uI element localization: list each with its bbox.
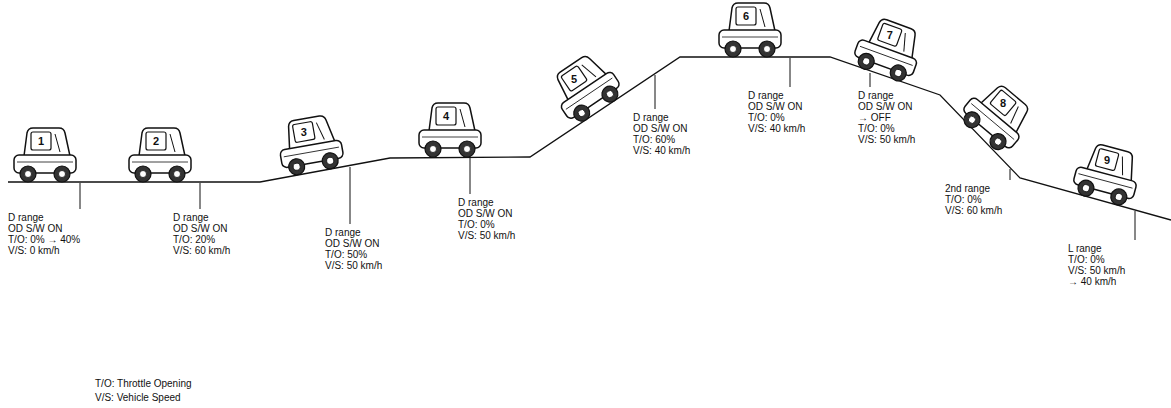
condition-text: T/O: 0% xyxy=(458,219,495,230)
condition-text: T/O: 20% xyxy=(173,234,215,245)
condition-text: OD S/W ON xyxy=(458,208,512,219)
condition-text: D range xyxy=(858,90,894,101)
condition-text: D range xyxy=(633,112,669,123)
condition-text: V/S: 50 km/h xyxy=(858,134,915,145)
callout-number: 6 xyxy=(743,10,749,22)
condition-text: V/S: 40 km/h xyxy=(748,123,805,134)
condition-text: T/O: 0% xyxy=(945,194,982,205)
abbreviation-note: V/S: Vehicle Speed xyxy=(95,392,181,403)
condition-text: V/S: 60 km/h xyxy=(945,205,1002,216)
condition-text: D range xyxy=(173,212,209,223)
condition-text: T/O: 50% xyxy=(325,249,367,260)
condition-text: OD S/W ON xyxy=(633,123,687,134)
callout-number: 4 xyxy=(443,110,449,122)
callout-number: 8 xyxy=(1000,97,1006,109)
condition-text: 2nd range xyxy=(945,183,990,194)
callout-number: 3 xyxy=(301,126,307,138)
condition-text: T/O: 0% → 40% xyxy=(8,234,80,245)
condition-text: D range xyxy=(458,197,494,208)
condition-text: T/O: 0% xyxy=(1068,254,1105,265)
condition-text: OD S/W ON xyxy=(748,101,802,112)
condition-text: V/S: 50 km/h xyxy=(458,230,515,241)
callout-number: 7 xyxy=(887,29,893,41)
condition-text: OD S/W ON xyxy=(858,101,912,112)
callout-number: 1 xyxy=(38,135,44,147)
callout-number: 9 xyxy=(1104,154,1110,166)
car-figures xyxy=(14,3,1144,208)
condition-text: V/S: 50 km/h xyxy=(1068,265,1125,276)
condition-text: T/O: 0% xyxy=(858,123,895,134)
condition-text: D range xyxy=(748,90,784,101)
condition-text: OD S/W ON xyxy=(325,238,379,249)
condition-text: D range xyxy=(8,212,44,223)
condition-text: D range xyxy=(325,227,361,238)
condition-text: → OFF xyxy=(858,112,891,123)
condition-text: V/S: 50 km/h xyxy=(325,260,382,271)
callout-number: 5 xyxy=(571,73,577,85)
condition-text: L range xyxy=(1068,243,1102,254)
condition-text: OD S/W ON xyxy=(173,223,227,234)
condition-text: OD S/W ON xyxy=(8,223,62,234)
callout-number: 2 xyxy=(153,135,159,147)
condition-text: T/O: 60% xyxy=(633,134,675,145)
condition-text: T/O: 0% xyxy=(748,112,785,123)
condition-text: V/S: 60 km/h xyxy=(173,245,230,256)
abbreviation-note: T/O: Throttle Opening xyxy=(95,378,192,389)
condition-text: V/S: 40 km/h xyxy=(633,145,690,156)
condition-text: → 40 km/h xyxy=(1068,276,1116,287)
condition-text: V/S: 0 km/h xyxy=(8,245,60,256)
